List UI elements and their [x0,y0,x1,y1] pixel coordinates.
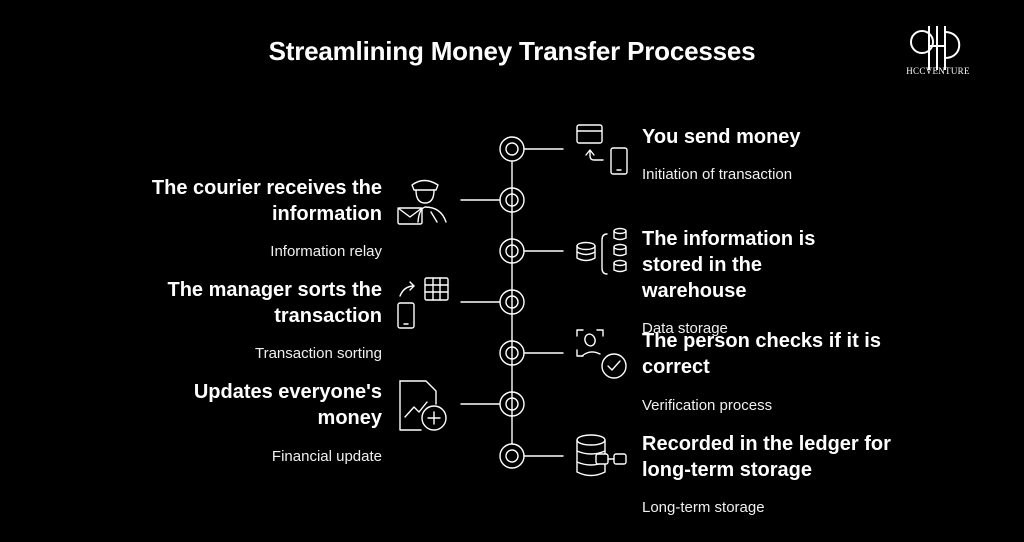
timeline-node-2 [499,187,525,213]
step-2-subtitle: Information relay [270,243,382,260]
step-5-heading: The person checks if it is correct [642,330,881,378]
timeline-node-6 [499,391,525,417]
logo-text: HCCVENTURE [906,66,970,76]
timeline-node-7 [499,443,525,469]
sort-grid-phone-icon [397,277,449,329]
card-to-phone-icon [576,124,628,175]
step-7-heading: Recorded in the ledger for long-term sto… [642,433,891,481]
courier-envelope-icon [397,179,447,225]
ledger-database-icon [576,434,627,477]
step-6-subtitle: Financial update [271,448,382,465]
step-6-heading: Updates everyone's money [193,381,382,429]
step-7-subtitle: Long-term storage [642,499,765,516]
step-4-subtitle: Transaction sorting [254,345,382,362]
step-3-subtitle: Data storage [642,320,728,337]
step-4-heading: The manager sorts the transaction [167,279,382,327]
timeline-node-4 [499,289,525,315]
timeline-node-1 [499,136,525,162]
step-1-heading: You send money [642,126,801,148]
database-stack-icon [576,227,627,275]
user-verify-icon [576,329,627,379]
step-2-heading: The courier receives the information [151,177,382,225]
step-1-subtitle: Initiation of transaction [642,166,793,183]
timeline-node-5 [499,340,525,366]
chart-add-icon [399,380,447,431]
hccventure-logo [910,26,961,70]
timeline-node-3 [499,238,525,264]
step-5-subtitle: Verification process [642,397,773,414]
step-3-heading: The information is stored in the warehou… [642,228,816,302]
page-title: Streamlining Money Transfer Processes [268,36,756,66]
